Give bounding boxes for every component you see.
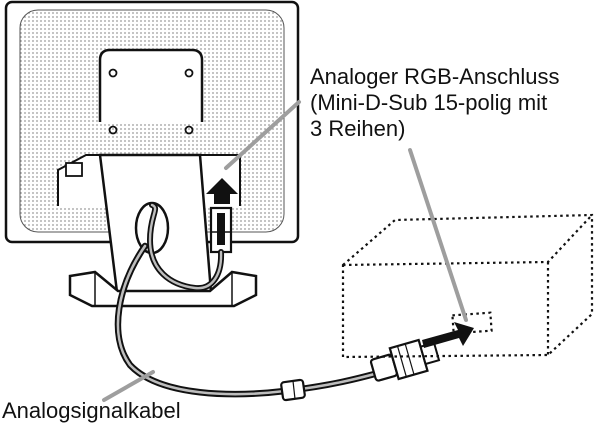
pc-vga-connector — [369, 338, 441, 382]
connector-label-line-2: (Mini-D-Sub 15-polig mit — [310, 90, 548, 115]
arrow-up-icon — [206, 178, 238, 204]
signal-cable — [114, 242, 386, 398]
pc-port-leader-line — [408, 148, 468, 322]
screw-hole — [184, 68, 194, 78]
connector-label: Analoger RGB-Anschluss (Mini-D-Sub 15-po… — [310, 64, 559, 142]
power-port — [65, 162, 83, 177]
cable-label: Analogsignalkabel — [2, 398, 181, 423]
connector-label-line-1: Analoger RGB-Anschluss — [310, 64, 560, 89]
computer-box — [341, 213, 594, 359]
vesa-mount-plate — [98, 48, 204, 135]
screw-hole — [184, 125, 194, 135]
monitor-vga-connector — [209, 206, 233, 254]
pc-rgb-port — [451, 311, 493, 335]
screw-hole — [108, 68, 118, 78]
cable-leader-line — [102, 370, 155, 402]
screw-hole — [108, 125, 118, 135]
connector-leader-line — [224, 100, 301, 170]
ferrite-core — [280, 378, 306, 402]
connector-label-line-3: 3 Reihen) — [310, 116, 406, 141]
stand-column — [98, 153, 213, 294]
stand-base — [68, 270, 258, 308]
arrow-right-icon — [422, 322, 474, 348]
